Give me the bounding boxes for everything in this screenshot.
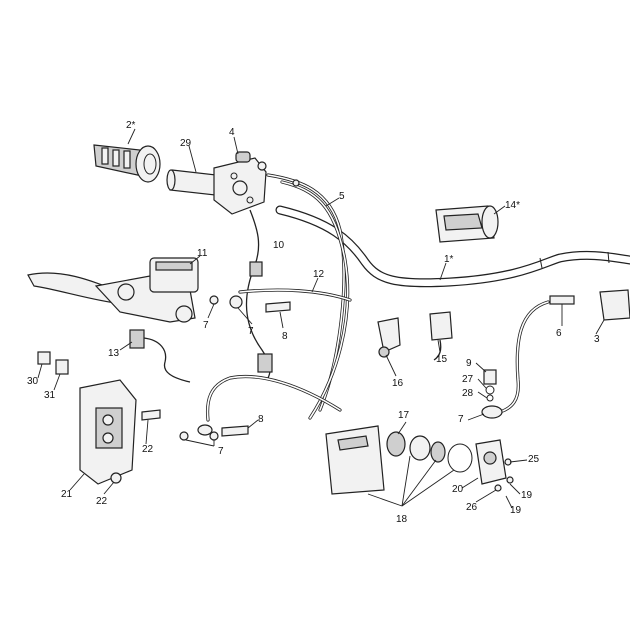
throttle-tube [166, 169, 226, 197]
cable-perch [377, 311, 453, 361]
handlebar [275, 205, 630, 288]
brake-hose [141, 288, 352, 441]
callout-7-c: 7 [218, 446, 224, 457]
seal-kit-bag [325, 425, 473, 495]
switch-wire [245, 209, 273, 379]
callout-16: 16 [392, 378, 404, 389]
caliper-bolts [110, 472, 122, 484]
callout-6: 6 [556, 328, 562, 339]
callout-21: 21 [61, 489, 73, 500]
callout-labels: 2* 29 4 5 14* 1* 10 11 12 7 7 8 13 30 31… [27, 120, 600, 525]
callout-13: 13 [108, 348, 120, 359]
callout-8-b: 8 [258, 414, 264, 425]
callout-9: 9 [466, 358, 472, 369]
callout-7-d: 7 [458, 414, 464, 425]
callout-12: 12 [313, 269, 325, 280]
callout-5: 5 [339, 191, 345, 202]
right-lever [498, 289, 630, 414]
callout-11: 11 [197, 248, 208, 259]
callout-3: 3 [594, 334, 600, 345]
callout-25: 25 [528, 454, 540, 465]
callout-20: 20 [452, 484, 464, 495]
callout-22-a: 22 [142, 444, 154, 455]
callout-14: 14* [505, 200, 520, 211]
callout-8-a: 8 [282, 331, 288, 342]
callout-4: 4 [229, 127, 235, 138]
callout-7-a: 7 [203, 320, 209, 331]
throttle-housing [213, 151, 267, 215]
callout-22-b: 22 [96, 496, 108, 507]
brake-caliper [79, 379, 137, 485]
callout-30: 30 [27, 376, 39, 387]
callout-19-b: 19 [510, 505, 522, 516]
leader-lines [37, 128, 605, 509]
callout-26: 26 [466, 502, 478, 513]
rear-master-cylinder [475, 439, 514, 492]
brake-light-switch [129, 329, 191, 383]
callout-28: 28 [462, 388, 474, 399]
hose-clips [37, 351, 69, 375]
callout-2: 2* [126, 120, 136, 131]
bar-pad [435, 205, 499, 243]
front-brake-master-cylinder [27, 257, 199, 323]
callout-27: 27 [462, 374, 474, 385]
callout-10: 10 [273, 240, 285, 251]
callout-19-a: 19 [521, 490, 533, 501]
callout-1: 1* [444, 254, 454, 265]
left-grip [93, 144, 161, 183]
fitting-stack [481, 369, 503, 419]
callout-18: 18 [396, 514, 408, 525]
callout-29: 29 [180, 138, 192, 149]
callout-15: 15 [436, 354, 448, 365]
throttle-cables [266, 173, 350, 420]
callout-31: 31 [44, 390, 56, 401]
callout-7-b: 7 [248, 326, 254, 337]
callout-17: 17 [398, 410, 410, 421]
